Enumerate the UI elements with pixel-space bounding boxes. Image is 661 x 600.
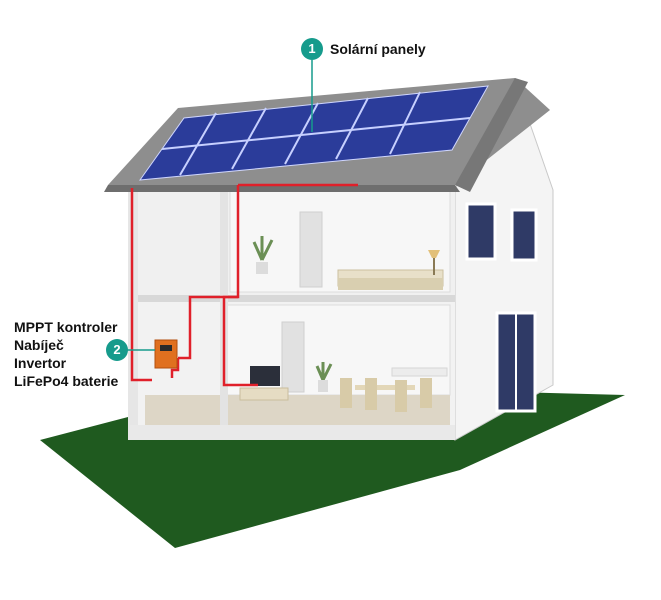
dining-set [340,367,448,412]
tv-unit [239,366,289,401]
callout-2-badge: 2 [106,339,128,361]
house-interior [128,185,455,440]
callout-2-line-4: LiFePo4 baterie [14,373,119,389]
callout-1-badge: 1 [301,38,323,60]
inverter-box [154,339,178,369]
callout-2-line-1: MPPT kontroler [14,319,118,335]
bed-furniture [337,269,444,290]
callout-2-line-3: Invertor [14,355,67,371]
lamp-upper [428,250,440,275]
callout-2-line-2: Nabíječ [14,337,64,353]
solar-panels [138,85,489,181]
callout-1-label: Solární panely [330,41,426,57]
side-windows [465,202,538,413]
plant-lower [315,362,333,392]
wiring [130,183,358,387]
plant-upper [252,236,274,274]
